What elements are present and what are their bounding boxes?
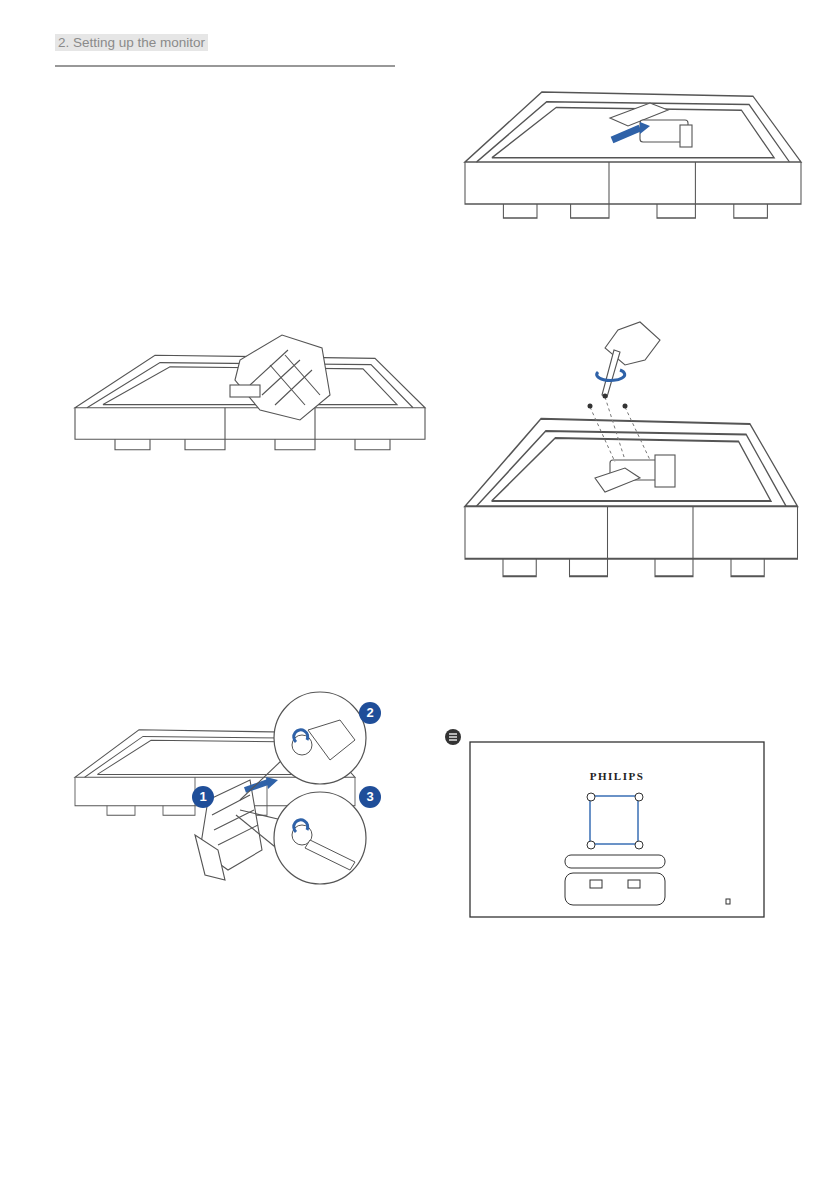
callout-number: 3 [360, 787, 380, 807]
section-header: 2. Setting up the monitor [55, 34, 208, 51]
callout-number: 1 [193, 787, 213, 807]
callout-number: 2 [360, 703, 380, 723]
brand-logo: PHILIPS [590, 770, 645, 782]
